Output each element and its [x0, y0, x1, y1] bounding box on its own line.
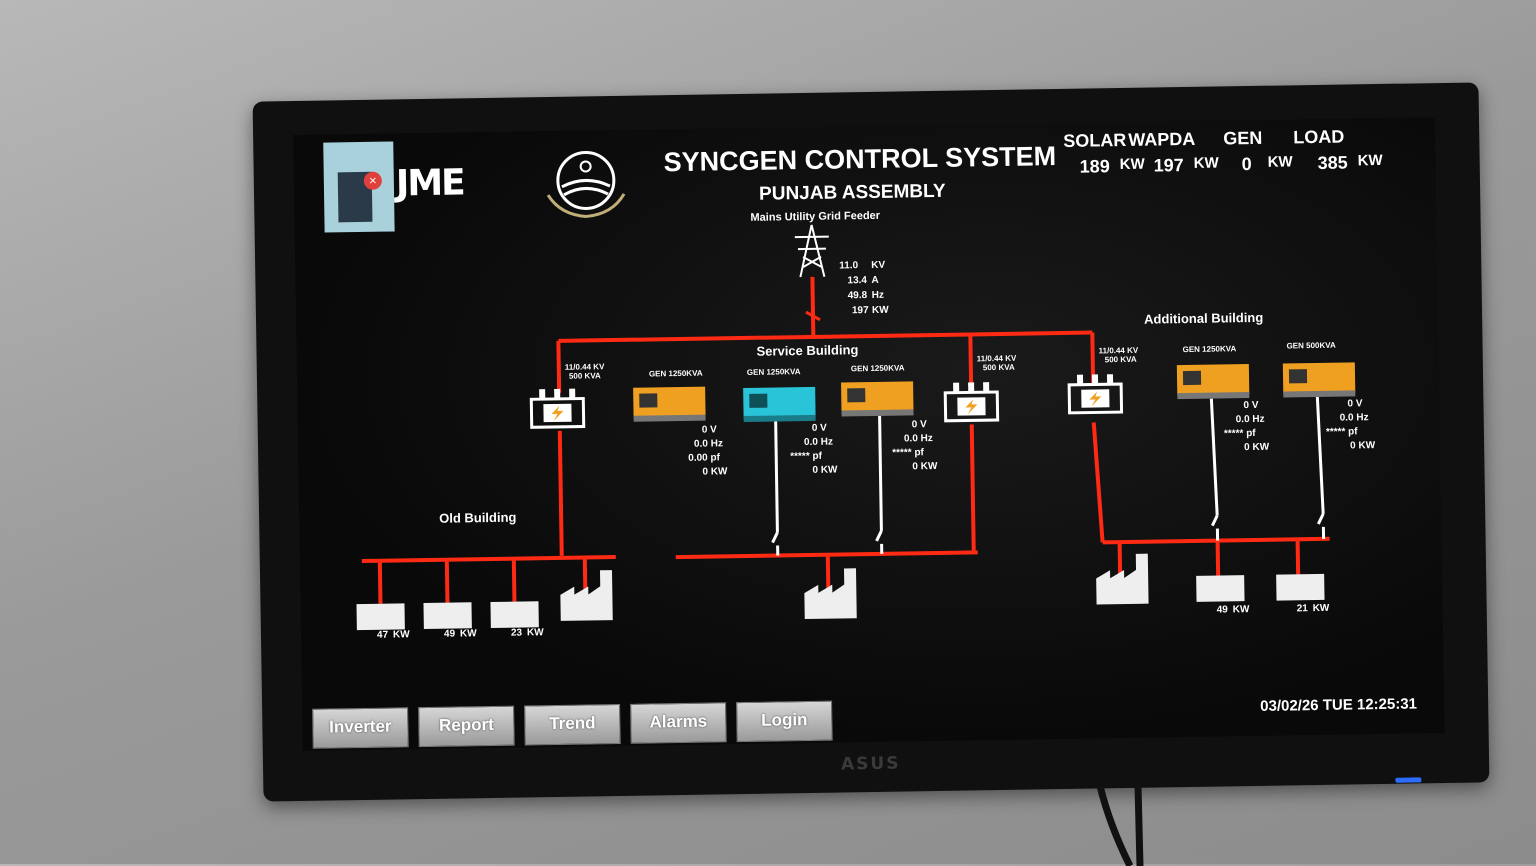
transformer-icon-3 — [1069, 374, 1122, 413]
inverter-5-unit: KW — [1313, 603, 1330, 614]
gen-4-frequency: 0.0 Hz — [1236, 414, 1265, 425]
section-additional-building: Additional Building — [1144, 310, 1263, 327]
grid-power: 197 — [852, 305, 869, 316]
gen-1-frequency: 0.0 Hz — [694, 438, 723, 449]
summary-label-wapda: WAPDA — [1128, 129, 1195, 151]
summary-wapda-unit: KW — [1194, 155, 1219, 172]
gen-2-pf: ***** pf — [790, 451, 822, 462]
inverter-5-power: 21 — [1297, 603, 1308, 614]
hmi-screen: × JME SYNCGEN CONTROL SYSTEM PUNJAB ASSE… — [293, 117, 1445, 751]
grid-voltage: 11.0 — [839, 260, 858, 271]
company-logo: JME — [396, 162, 464, 204]
inverter-1-power: 47 — [377, 630, 388, 641]
gen-2-label: GEN 1250KVA — [747, 367, 801, 377]
transformer-icon-2 — [945, 382, 998, 421]
gen-4-label: GEN 1250KVA — [1183, 344, 1237, 354]
summary-load-unit: KW — [1358, 152, 1383, 169]
gen-5-frequency: 0.0 Hz — [1340, 412, 1369, 423]
inverter-1-unit: KW — [393, 629, 410, 640]
inverter-button[interactable]: Inverter — [312, 707, 409, 749]
summary-label-load: LOAD — [1293, 127, 1344, 149]
gen-5-label: GEN 500KVA — [1286, 341, 1335, 351]
gen-4-power: 0 KW — [1244, 442, 1269, 453]
trend-button[interactable]: Trend — [524, 704, 621, 746]
gen-5-power: 0 KW — [1350, 440, 1375, 451]
factory-icon-3 — [1096, 554, 1149, 605]
inverter-2-unit: KW — [460, 628, 477, 639]
inverter-3-unit: KW — [527, 627, 544, 638]
transformer-2-kva: 500 KVA — [983, 363, 1015, 372]
gen-3-label: GEN 1250KVA — [851, 363, 905, 373]
factory-icons — [560, 554, 1149, 623]
generator-icon-5 — [1283, 362, 1356, 397]
grid-power-unit: KW — [872, 305, 889, 316]
login-button[interactable]: Login — [736, 701, 833, 743]
app-logo-tile[interactable]: × — [323, 141, 394, 232]
gen-5-voltage: 0 V — [1347, 398, 1362, 409]
transformer-3-kva: 500 KVA — [1105, 355, 1137, 364]
monitor-cables — [1090, 786, 1170, 866]
page-title: SYNCGEN CONTROL SYSTEM — [663, 141, 1056, 178]
inverter-icon-2 — [423, 602, 471, 629]
inverter-icon-4 — [1196, 575, 1244, 602]
summary-wapda-value: 197 — [1154, 155, 1184, 176]
transmission-tower-icon — [795, 225, 830, 278]
inverter-icon-3 — [490, 601, 538, 628]
transformer-1-kva: 500 KVA — [569, 371, 601, 380]
gen-4-pf: ***** pf — [1224, 428, 1256, 439]
inverter-icon-1 — [356, 603, 404, 630]
gen-2-voltage: 0 V — [812, 423, 827, 434]
alarms-button[interactable]: Alarms — [630, 702, 727, 744]
grid-feeder-label: Mains Utility Grid Feeder — [750, 210, 880, 224]
factory-icon-2 — [804, 568, 857, 619]
grid-voltage-unit: KV — [871, 260, 885, 271]
close-badge-icon[interactable]: × — [364, 172, 382, 190]
inverter-3-power: 23 — [511, 628, 522, 639]
gen-2-power: 0 KW — [812, 465, 837, 476]
summary-gen-value: 0 — [1242, 154, 1252, 175]
gen-3-voltage: 0 V — [912, 419, 927, 430]
monitor-brand-logo: ASUS — [841, 754, 901, 775]
grid-current-unit: A — [871, 275, 878, 286]
transformer-icon-1 — [531, 389, 584, 428]
inverter-icon-5 — [1276, 574, 1324, 601]
summary-gen-unit: KW — [1268, 153, 1293, 170]
gen-1-voltage: 0 V — [702, 424, 717, 435]
generator-icon-4 — [1177, 364, 1250, 399]
datetime-display: 03/02/26 TUE 12:25:31 — [1260, 695, 1417, 714]
gen-3-pf: ***** pf — [892, 447, 924, 458]
gen-3-frequency: 0.0 Hz — [904, 433, 933, 444]
report-button[interactable]: Report — [418, 706, 515, 748]
generator-icon-2 — [743, 387, 816, 422]
power-led — [1395, 777, 1421, 782]
gen-1-label: GEN 1250KVA — [649, 369, 703, 379]
generator-icon-1 — [633, 387, 706, 422]
summary-solar-unit: KW — [1120, 156, 1145, 173]
generator-icon-3 — [841, 381, 914, 416]
inverter-2-power: 49 — [444, 629, 455, 640]
gen-2-frequency: 0.0 Hz — [804, 437, 833, 448]
page-subtitle: PUNJAB ASSEMBLY — [759, 181, 946, 206]
section-service-building: Service Building — [756, 342, 858, 359]
grid-current: 13.4 — [847, 275, 867, 286]
inverter-4-power: 49 — [1217, 604, 1228, 615]
inverter-4-unit: KW — [1233, 604, 1250, 615]
summary-label-gen: GEN — [1223, 128, 1262, 150]
gen-4-voltage: 0 V — [1243, 400, 1258, 411]
punjab-emblem-icon — [539, 144, 632, 221]
monitor-bezel: × JME SYNCGEN CONTROL SYSTEM PUNJAB ASSE… — [253, 82, 1490, 801]
summary-solar-value: 189 — [1080, 156, 1110, 177]
summary-load-value: 385 — [1318, 152, 1348, 173]
section-old-building: Old Building — [439, 510, 516, 526]
summary-label-solar: SOLAR — [1063, 130, 1126, 152]
grid-frequency: 49.8 — [848, 290, 868, 301]
gen-1-power: 0 KW — [702, 466, 727, 477]
gen-5-pf: ***** pf — [1326, 426, 1358, 437]
grid-frequency-unit: Hz — [872, 290, 884, 301]
gen-3-power: 0 KW — [912, 461, 937, 472]
gen-1-pf: 0.00 pf — [688, 452, 720, 463]
